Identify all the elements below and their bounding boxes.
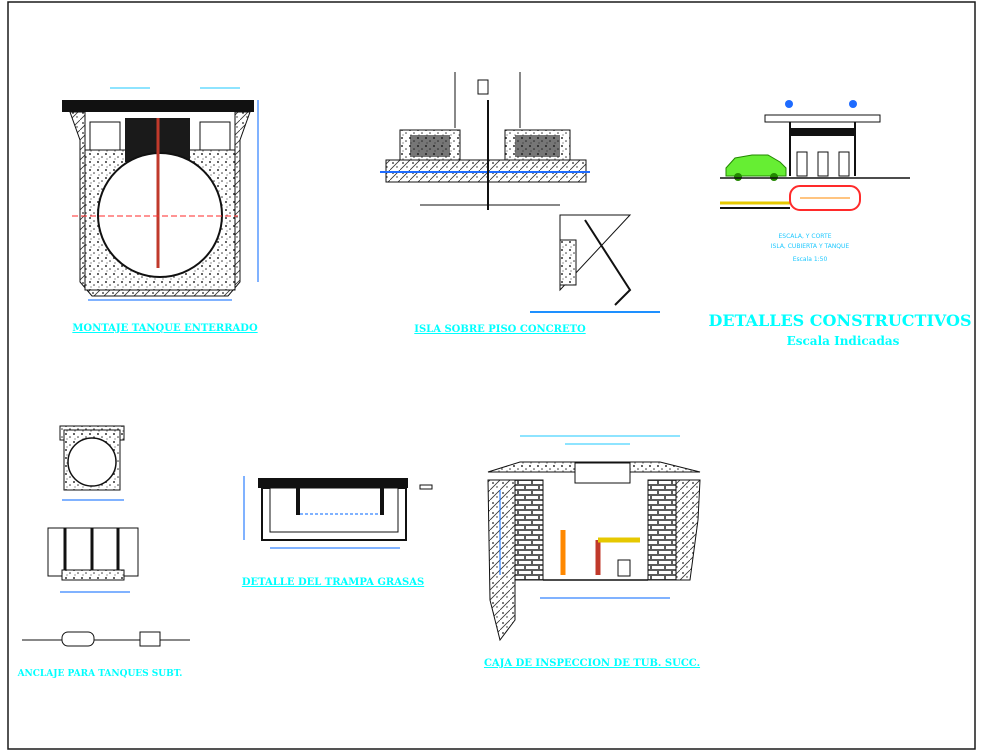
inspection-box-title: CAJA DE INSPECCION DE TUB. SUCC. bbox=[484, 658, 700, 669]
grease-trap-detail bbox=[243, 476, 433, 549]
station-elevation-detail bbox=[720, 100, 910, 211]
tank-section-detail bbox=[62, 87, 259, 301]
anchor-detail-title: ANCLAJE PARA TANQUES SUBT. bbox=[17, 669, 183, 679]
elevation-caption-3: Escala 1:50 bbox=[793, 256, 828, 263]
tank-detail-title: MONTAJE TANQUE ENTERRADO bbox=[72, 323, 258, 334]
main-sheet-title: DETALLES CONSTRUCTIVOS bbox=[708, 311, 971, 330]
anchor-detail bbox=[22, 425, 190, 647]
elevation-caption-2: ISLA, CUBIERTA Y TANQUE bbox=[771, 243, 850, 250]
slab-detail-title: ISLA SOBRE PISO CONCRETO bbox=[414, 324, 586, 335]
grease-trap-title: DETALLE DEL TRAMPA GRASAS bbox=[242, 577, 424, 588]
sheet-border bbox=[7, 1, 976, 750]
elevation-caption-1: ESCALA, Y CORTE bbox=[779, 233, 832, 240]
main-sheet-scale: Escala Indicadas bbox=[787, 334, 900, 348]
slab-section-detail bbox=[380, 72, 660, 313]
inspection-box-detail bbox=[487, 435, 701, 642]
car-icon bbox=[725, 154, 787, 177]
